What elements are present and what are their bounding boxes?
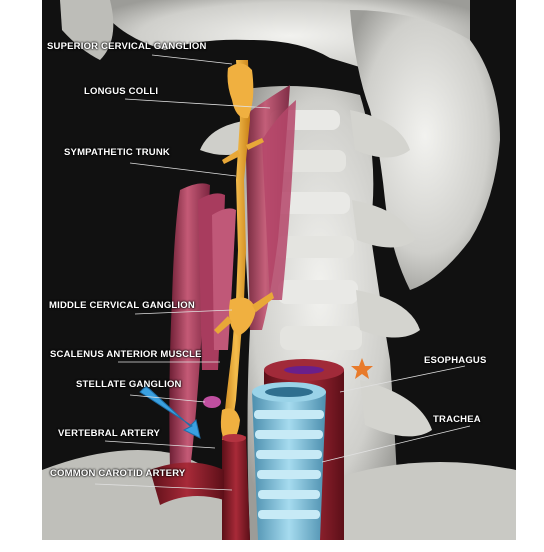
label-trachea: TRACHEA [433, 414, 481, 425]
longus-colli-muscle [245, 85, 296, 330]
label-middle-cervical-ganglion: MIDDLE CERVICAL GANGLION [49, 300, 195, 311]
star-icon [351, 358, 373, 379]
mastoid [60, 0, 114, 60]
rib-right [330, 462, 516, 540]
label-vertebral-artery: VERTEBRAL ARTERY [58, 428, 161, 439]
label-sympathetic-trunk: SYMPATHETIC TRUNK [64, 147, 170, 158]
label-common-carotid-artery: COMMON CAROTID ARTERY [50, 468, 186, 479]
common-carotid-artery-vessel [150, 434, 250, 540]
trachea-tube [252, 382, 326, 540]
label-superior-cervical-ganglion: SUPERIOR CERVICAL GANGLION [47, 41, 207, 52]
label-longus-colli: LONGUS COLLI [84, 86, 159, 97]
leader-lines [94, 54, 471, 491]
label-scalenus-anterior-muscle: SCALENUS ANTERIOR MUSCLE [50, 349, 202, 360]
arrow-icon [139, 385, 201, 439]
vertebral-artery-vessel [203, 396, 221, 408]
label-stellate-ganglion: STELLATE GANGLION [76, 379, 182, 390]
mandible [350, 10, 500, 290]
sympathetic-trunk-nerve [214, 60, 274, 444]
label-esophagus: ESOPHAGUS [424, 355, 487, 366]
